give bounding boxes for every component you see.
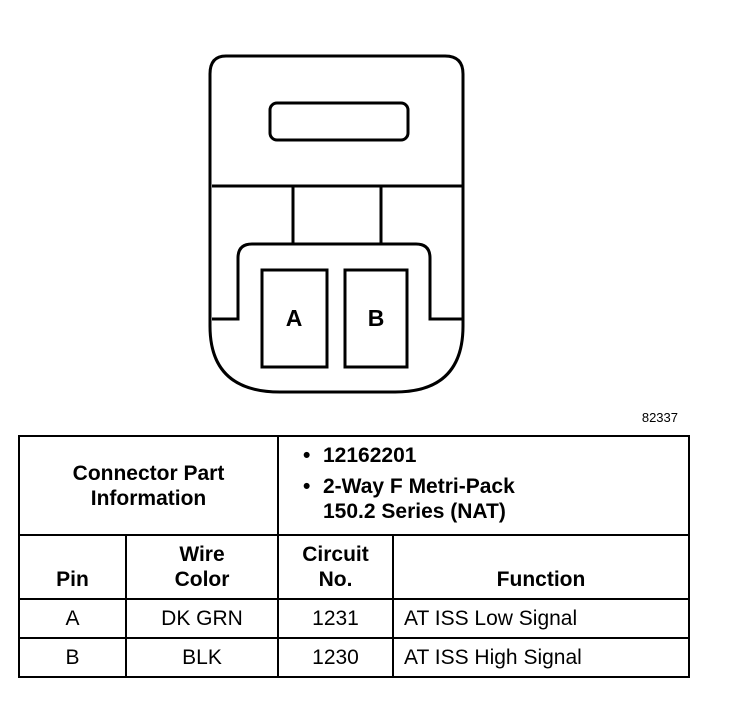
part-info-label: Connector Part Information <box>18 435 279 536</box>
pin-a-label: A <box>286 305 303 331</box>
part-info-row: Connector Part Information 12162201 2-Wa… <box>18 435 690 536</box>
wire-color-cell: BLK <box>125 637 279 678</box>
figure-number: 82337 <box>641 410 678 425</box>
part-spec-cell: 12162201 2-Way F Metri-Pack 150.2 Series… <box>277 435 690 536</box>
circuit-cell: 1230 <box>277 637 394 678</box>
connector-info-table: Connector Part Information 12162201 2-Wa… <box>18 435 690 678</box>
pin-b-label: B <box>368 305 385 331</box>
function-cell: AT ISS High Signal <box>392 637 690 678</box>
terminal-cavity-outline <box>212 242 462 321</box>
col-header-pin: Pin <box>18 534 127 600</box>
col-header-wire-color: Wire Color <box>125 534 279 600</box>
pin-cell: A <box>18 598 127 639</box>
pin-a-terminal <box>260 268 329 369</box>
circuit-cell: 1231 <box>277 598 394 639</box>
wire-color-cell: DK GRN <box>125 598 279 639</box>
col-header-function: Function <box>392 534 690 600</box>
connector-series: 2-Way F Metri-Pack 150.2 Series (NAT) <box>303 474 553 524</box>
table-row: A DK GRN 1231 AT ISS Low Signal <box>18 598 690 639</box>
function-cell: AT ISS Low Signal <box>392 598 690 639</box>
col-header-circuit-no: Circuit No. <box>277 534 394 600</box>
table-row: B BLK 1230 AT ISS High Signal <box>18 637 690 678</box>
pin-cell: B <box>18 637 127 678</box>
part-number: 12162201 <box>303 443 688 468</box>
connector-body-outline <box>208 54 465 394</box>
latch-window <box>268 101 410 142</box>
column-header-row: Pin Wire Color Circuit No. Function <box>18 534 690 600</box>
pin-b-terminal <box>343 268 409 369</box>
connector-face-diagram: A B <box>208 54 465 394</box>
part-spec-list: 12162201 2-Way F Metri-Pack 150.2 Series… <box>279 437 688 534</box>
